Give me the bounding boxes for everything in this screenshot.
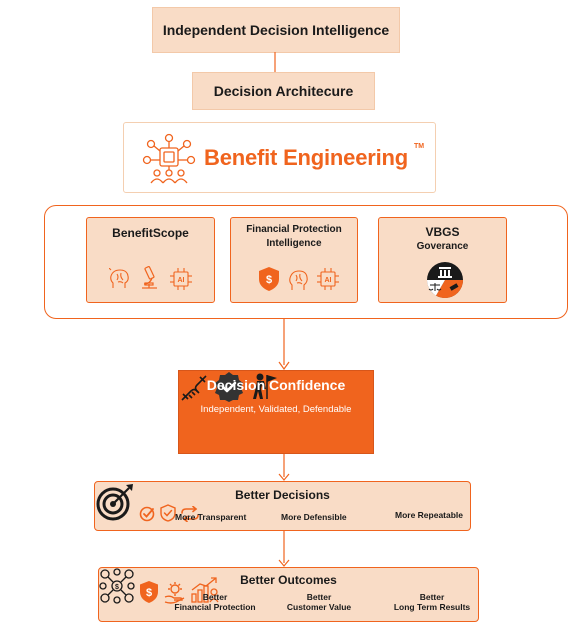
shield-check-icon	[160, 504, 176, 522]
top-title: Independent Decision Intelligence	[162, 22, 390, 38]
card-title-line1: Financial Protection	[246, 224, 342, 235]
brain-icon	[289, 270, 308, 290]
trademark-mark: TM	[414, 143, 425, 150]
governance-seal-icon	[427, 262, 463, 299]
better-long-term-results-label: Better Long Term Results	[392, 592, 472, 612]
money-network-icon: $	[99, 568, 135, 604]
financial-protection-intelligence-card: Financial Protection Intelligence $ AI	[230, 217, 358, 303]
arrow-to-better-outcomes	[278, 531, 290, 567]
ai-chip-icon: AI	[317, 268, 339, 290]
more-repeatable-label: More Repeatable	[395, 510, 464, 520]
brain-icon	[109, 268, 129, 288]
growth-chart-icon	[191, 577, 219, 603]
svg-text:AI: AI	[178, 277, 185, 284]
better-decisions-box: Better Decisions More Transparent More D…	[94, 481, 471, 531]
target-icon	[96, 484, 133, 521]
decision-architecture-box: Decision Architecure	[192, 72, 375, 110]
repeat-arrows-icon	[181, 505, 200, 523]
hand-gear-icon	[164, 582, 185, 604]
svg-text:$: $	[146, 587, 152, 599]
card-title-line2: Goverance	[416, 241, 469, 252]
handshake-icon	[181, 375, 207, 401]
outcome-line1: Better	[306, 592, 332, 602]
dollar-shield-icon: $	[140, 581, 159, 603]
independent-decision-intelligence-box: Independent Decision Intelligence	[152, 7, 400, 53]
outcome-line2: Long Term Results	[393, 602, 471, 612]
decision-confidence-box: Decision Confidence Independent, Validat…	[178, 370, 374, 454]
benefit-engineering-title: Benefit Engineering	[204, 145, 408, 170]
arrow-to-better-decisions	[278, 454, 290, 481]
outcome-line1: Better	[419, 592, 445, 602]
ai-chip-icon: AI	[170, 268, 192, 290]
svg-text:AI: AI	[325, 277, 332, 284]
benefitscope-card: BenefitScope AI	[86, 217, 215, 303]
check-circle-icon	[140, 506, 155, 522]
outcome-line2: Financial Protection	[174, 602, 256, 612]
outcome-line1: Better	[202, 592, 228, 602]
arrow-to-confidence	[278, 319, 290, 370]
connector-line-1	[274, 52, 276, 73]
confidence-subtitle: Independent, Validated, Defendable	[200, 404, 352, 415]
card-title-line2: Intelligence	[266, 238, 322, 249]
better-outcomes-title: Better Outcomes	[240, 573, 337, 587]
card-title: BenefitScope	[112, 226, 189, 240]
climber-flag-icon	[252, 373, 277, 399]
better-decisions-title: Better Decisions	[235, 488, 330, 502]
microscope-icon	[142, 266, 157, 289]
outcome-line2: Customer Value	[286, 602, 352, 612]
more-transparent-label: More Transparent	[175, 512, 247, 522]
better-outcomes-box: Better Outcomes $ $ Better Financial Pro…	[98, 567, 479, 622]
card-title-line1: VBGS	[425, 225, 460, 239]
dollar-shield-icon: $	[259, 267, 279, 291]
architecture-title: Decision Architecure	[213, 83, 354, 99]
confidence-title: Decision Confidence	[206, 377, 346, 393]
better-customer-value-label: Better Customer Value	[284, 592, 354, 612]
vbgs-governance-card: VBGS Goverance	[378, 217, 507, 303]
svg-text:$: $	[115, 584, 119, 591]
more-defensible-label: More Defensible	[281, 512, 347, 522]
network-people-icon	[142, 133, 196, 184]
better-financial-protection-label: Better Financial Protection	[174, 592, 256, 612]
svg-text:$: $	[266, 274, 272, 286]
benefit-engineering-box: Benefit Engineering TM	[123, 122, 436, 193]
verified-badge-icon	[215, 372, 244, 402]
